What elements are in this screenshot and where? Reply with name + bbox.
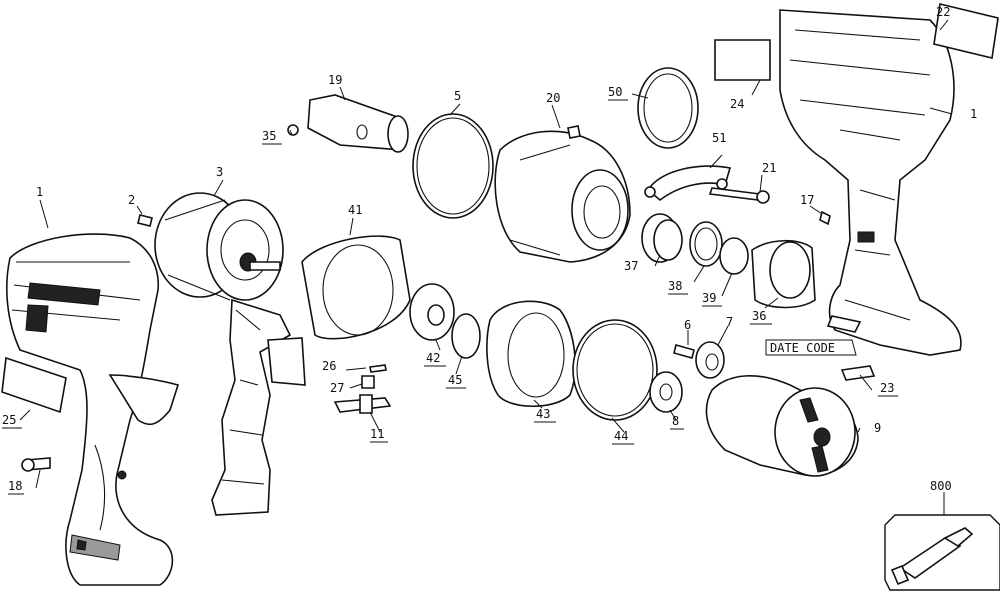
part-11 [333,394,392,414]
callouts: 1 1 2 3 5 6 7 8 9 11 17 18 19 20 21 22 2… [2,5,977,493]
label-plate-25 [1,356,67,414]
housing-left[interactable] [6,233,180,586]
callout-3: 3 [216,165,223,179]
callout-22: 22 [936,5,950,19]
part-26 [369,364,387,373]
callout-45: 45 [448,373,462,387]
callout-8: 8 [672,414,679,428]
callout-35: 35 [262,129,276,143]
callout-44: 44 [614,429,628,443]
housing-right[interactable] [779,9,962,356]
callout-1-right: 1 [970,107,977,121]
part-27 [361,375,375,389]
motor-3[interactable] [154,192,284,301]
ring-gear-43[interactable] [486,300,576,408]
callout-26: 26 [322,359,336,373]
washer-42[interactable] [409,283,455,341]
callout-41: 41 [348,203,362,217]
ring-39[interactable] [719,237,749,275]
pin-6 [673,344,695,359]
part-800-inset[interactable] [884,514,1000,591]
callout-19: 19 [328,73,342,87]
label-plate-22 [933,3,999,59]
o-ring-44[interactable] [572,319,658,421]
callout-6: 6 [684,318,691,332]
leader-lines [19,19,953,515]
callout-18: 18 [8,479,22,493]
label-plate-24 [714,39,771,81]
callout-50: 50 [608,85,622,99]
date-code-box [765,339,857,356]
callout-39: 39 [702,291,716,305]
callout-36: 36 [752,309,766,323]
callout-37: 37 [624,259,638,273]
callout-20: 20 [546,91,560,105]
callout-23: 23 [880,381,894,395]
callout-17: 17 [800,193,814,207]
plate-51[interactable] [644,165,732,202]
callout-51: 51 [712,131,726,145]
screw-21 [708,187,770,204]
callout-24: 24 [730,97,744,111]
callout-800: 800 [930,479,952,493]
callout-underlines [2,99,898,495]
switch-control-board[interactable] [211,298,306,516]
collar-36[interactable] [751,239,816,309]
callout-42: 42 [426,351,440,365]
gear-7[interactable] [695,341,725,379]
date-code-label: DATE CODE [770,341,835,355]
plate-23 [840,365,876,381]
anvil-assembly-9[interactable] [705,375,859,477]
part-19[interactable] [307,94,409,153]
gear-housing-20[interactable] [494,125,631,263]
callout-1-left: 1 [36,185,43,199]
ring-38[interactable] [689,221,723,267]
bearing-37[interactable] [641,213,683,263]
pin-17 [819,210,831,226]
callout-43: 43 [536,407,550,421]
callout-7: 7 [726,315,733,329]
callout-9: 9 [874,421,881,435]
washer-8[interactable] [649,371,683,413]
washer-35 [287,124,299,136]
screw-18 [21,457,51,472]
callout-38: 38 [668,279,682,293]
cover-41[interactable] [301,235,411,340]
callout-25: 25 [2,413,16,427]
o-ring-5[interactable] [412,113,494,219]
callout-21: 21 [762,161,776,175]
screw-2 [137,214,153,227]
callout-2: 2 [128,193,135,207]
washer-45[interactable] [451,313,481,359]
callout-5: 5 [454,89,461,103]
callout-11: 11 [370,427,384,441]
callout-27: 27 [330,381,344,395]
ring-50[interactable] [637,67,699,149]
